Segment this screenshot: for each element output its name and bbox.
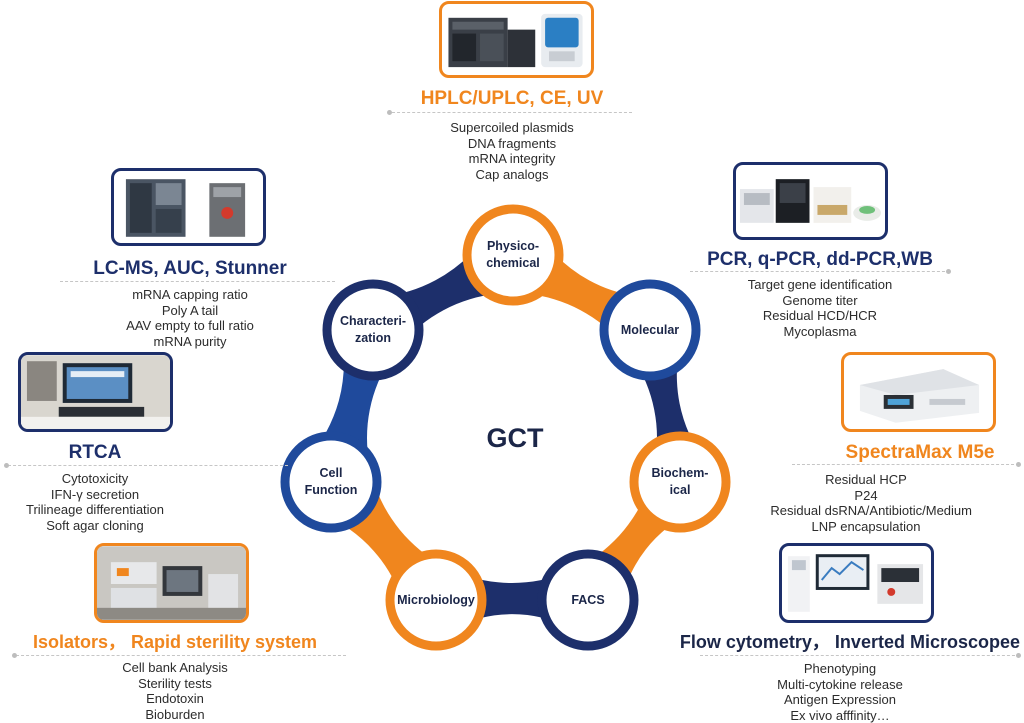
flow-item: Multi-cytokine release <box>740 677 940 693</box>
lcms-item: mRNA purity <box>60 334 320 350</box>
center-label: GCT <box>470 423 560 454</box>
spectramax-instrument-image <box>844 355 993 429</box>
isolators-item: Sterility tests <box>80 676 270 692</box>
pcr-divider-dot <box>946 269 951 274</box>
pcr-item: Residual HCD/HCR <box>690 308 950 324</box>
node-physicochemical: Physico- chemical <box>468 225 558 285</box>
flow-title: Flow cytometry， Inverted Microscopee <box>650 633 1020 651</box>
node-characterization-label: Characteri- zation <box>340 313 406 347</box>
isolators-title: Isolators， Rapid sterility system <box>20 633 330 651</box>
hplc-item: Supercoiled plasmids <box>392 120 632 136</box>
node-facs-label: FACS <box>571 592 604 609</box>
hplc-list: Supercoiled plasmids DNA fragments mRNA … <box>392 120 632 182</box>
pcr-item: Genome titer <box>690 293 950 309</box>
pcr-item: Target gene identification <box>690 277 950 293</box>
rtca-item: Soft agar cloning <box>0 518 190 534</box>
lcms-instrument-image <box>114 171 263 243</box>
hplc-divider-dot <box>387 110 392 115</box>
rtca-instrument-image <box>21 355 170 429</box>
spectramax-item: Residual dsRNA/Antibiotic/Medium <box>760 503 972 519</box>
spectramax-instrument-photo <box>841 352 996 432</box>
flow-item: Phenotyping <box>740 661 940 677</box>
rtca-item: IFN-γ secretion <box>0 487 190 503</box>
node-biochemical-label: Biochem- ical <box>652 465 709 499</box>
flow-instrument-image <box>782 546 931 620</box>
hplc-instrument-photo <box>439 1 594 78</box>
flow-divider-dot <box>1016 653 1021 658</box>
spectramax-item: LNP encapsulation <box>760 519 972 535</box>
spectramax-list: Residual HCP P24 Residual dsRNA/Antibiot… <box>760 472 972 534</box>
rtca-title: RTCA <box>0 443 190 462</box>
flow-divider <box>700 655 1020 656</box>
spectramax-divider <box>792 464 1019 465</box>
rtca-divider-dot <box>4 463 9 468</box>
isolators-item: Bioburden <box>80 707 270 723</box>
pcr-instrument-photo <box>733 162 888 240</box>
isolators-item: Cell bank Analysis <box>80 660 270 676</box>
hplc-item: DNA fragments <box>392 136 632 152</box>
pcr-list: Target gene identification Genome titer … <box>690 277 950 339</box>
node-biochemical: Biochem- ical <box>635 452 725 512</box>
rtca-instrument-photo <box>18 352 173 432</box>
node-facs: FACS <box>543 570 633 630</box>
isolators-instrument-photo <box>94 543 249 623</box>
node-microbiology-label: Microbiology <box>397 592 475 609</box>
node-cell-function-label: Cell Function <box>305 465 358 499</box>
lcms-title: LC-MS, AUC, Stunner <box>60 259 320 278</box>
isolators-list: Cell bank Analysis Sterility tests Endot… <box>80 660 270 722</box>
spectramax-title: SpectraMax M5e <box>820 443 1020 462</box>
spectramax-item: P24 <box>760 488 972 504</box>
rtca-list: Cytotoxicity IFN-γ secretion Trilineage … <box>0 471 190 533</box>
lcms-item: mRNA capping ratio <box>60 287 320 303</box>
lcms-item: Poly A tail <box>60 303 320 319</box>
hplc-title: HPLC/UPLC, CE, UV <box>392 89 632 108</box>
flow-item: Antigen Expression <box>740 692 940 708</box>
spectramax-item: Residual HCP <box>760 472 972 488</box>
spectramax-divider-dot <box>1016 462 1021 467</box>
isolators-divider <box>16 655 346 656</box>
pcr-divider <box>690 271 950 272</box>
node-characterization: Characteri- zation <box>318 300 428 360</box>
flow-instrument-photo <box>779 543 934 623</box>
flow-list: Phenotyping Multi-cytokine release Antig… <box>740 661 940 723</box>
flow-item: Ex vivo afffinity… <box>740 708 940 723</box>
rtca-item: Trilineage differentiation <box>0 502 190 518</box>
node-physicochemical-label: Physico- chemical <box>486 238 540 272</box>
isolators-item: Endotoxin <box>80 691 270 707</box>
isolators-divider-dot <box>12 653 17 658</box>
isolators-instrument-image <box>97 546 246 620</box>
hplc-item: mRNA integrity <box>392 151 632 167</box>
pcr-title: PCR, q-PCR, dd-PCR,WB <box>690 250 950 269</box>
lcms-instrument-photo <box>111 168 266 246</box>
pcr-item: Mycoplasma <box>690 324 950 340</box>
node-cell-function: Cell Function <box>286 452 376 512</box>
rtca-divider <box>8 465 288 466</box>
rtca-item: Cytotoxicity <box>0 471 190 487</box>
lcms-list: mRNA capping ratio Poly A tail AAV empty… <box>60 287 320 349</box>
pcr-instrument-image <box>736 165 885 237</box>
hplc-item: Cap analogs <box>392 167 632 183</box>
lcms-divider <box>60 281 335 282</box>
lcms-item: AAV empty to full ratio <box>60 318 320 334</box>
node-molecular-label: Molecular <box>621 322 679 339</box>
node-microbiology: Microbiology <box>381 570 491 630</box>
hplc-divider <box>392 112 632 113</box>
node-molecular: Molecular <box>605 300 695 360</box>
hplc-instrument-image <box>442 4 591 75</box>
